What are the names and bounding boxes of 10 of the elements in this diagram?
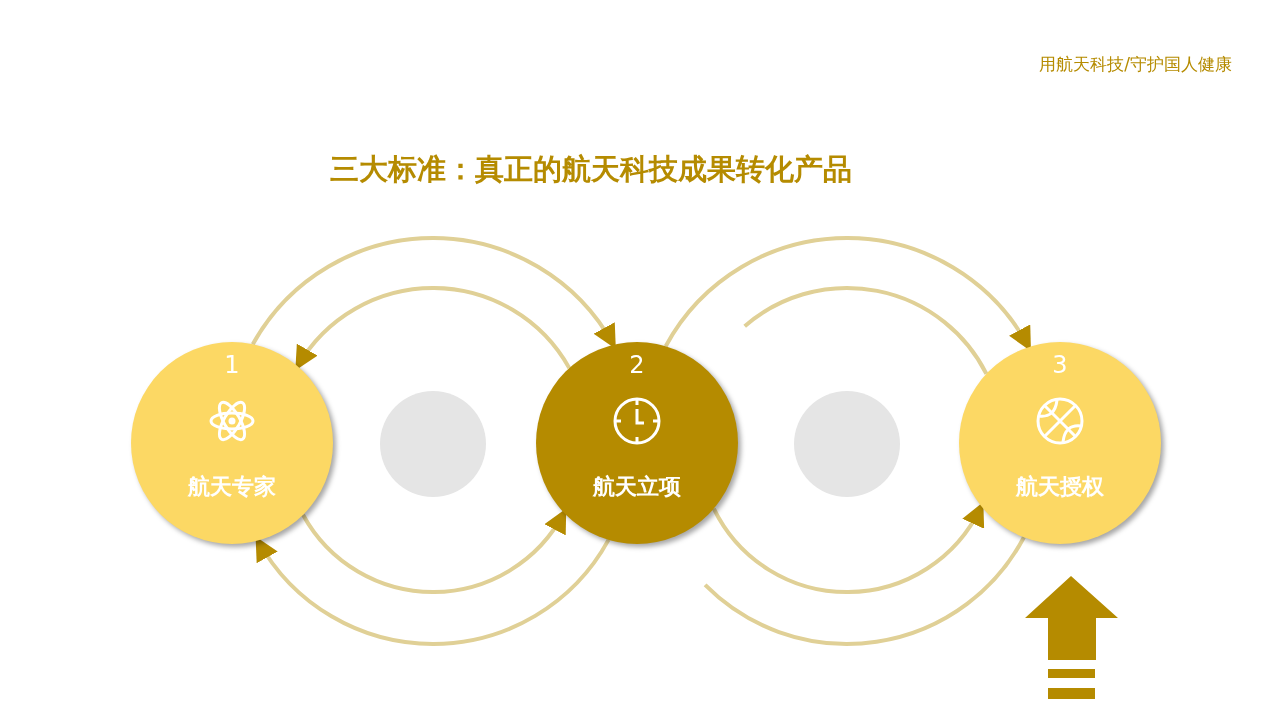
header-slogan: 用航天科技/守护国人健康 (1039, 53, 1232, 76)
step-label: 航天授权 (1015, 473, 1105, 501)
step-number: 2 (628, 350, 646, 380)
step-label: 航天立项 (592, 473, 682, 501)
arc-arrow (295, 286, 571, 371)
title: 三大标准：真正的航天科技成果转化产品 (330, 151, 852, 188)
arc-arrow (712, 502, 984, 594)
step-number: 3 (1051, 350, 1069, 380)
step-label: 航天专家 (187, 473, 277, 501)
step-number: 1 (223, 350, 241, 380)
